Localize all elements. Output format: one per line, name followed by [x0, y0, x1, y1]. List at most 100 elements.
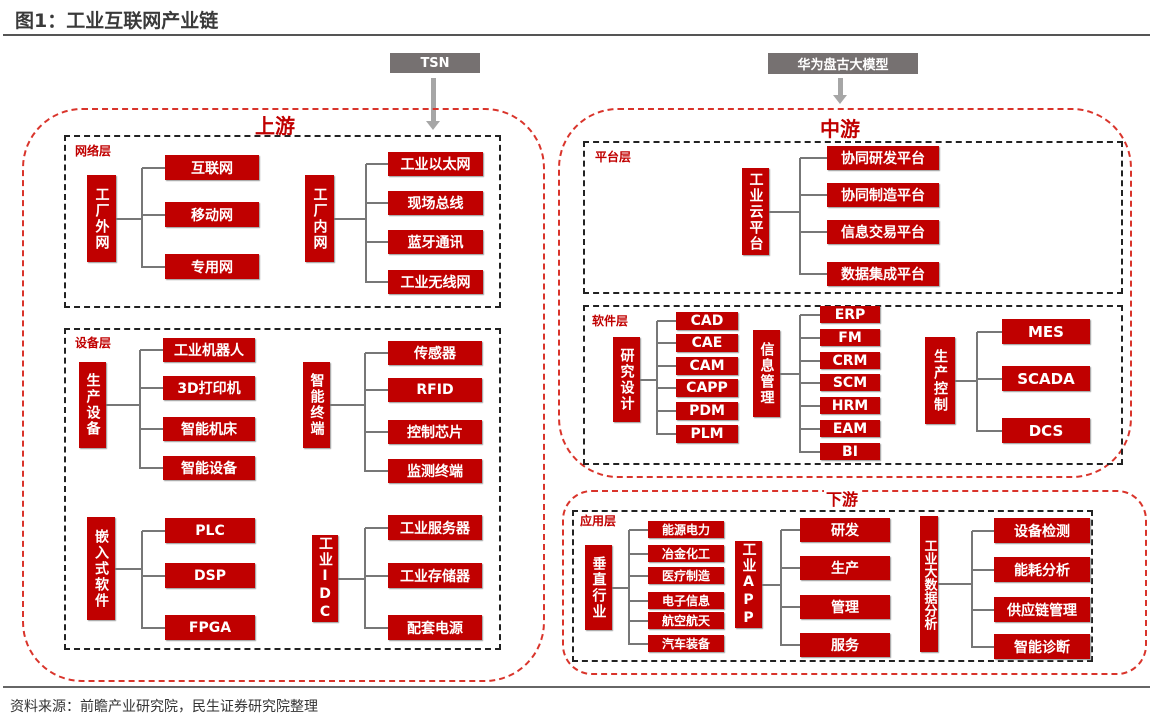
connector-line: [365, 431, 388, 433]
connector-line: [971, 530, 973, 648]
group-item-box: CAD: [676, 312, 738, 330]
connector-line: [769, 210, 800, 213]
layer-label: 网络层: [75, 144, 112, 158]
layer-box: [64, 328, 501, 650]
connector-line: [972, 529, 994, 532]
connector-line: [612, 586, 629, 589]
group-item-box: FPGA: [165, 615, 255, 640]
connector-line: [629, 574, 648, 577]
connector-line: [334, 217, 366, 220]
connector-line: [657, 320, 676, 322]
group-item-box: 监测终端: [388, 459, 482, 483]
connector-line: [366, 163, 388, 165]
group-item-box: 协同研发平台: [827, 146, 939, 170]
connector-line: [365, 626, 388, 629]
connector-line: [800, 450, 820, 453]
connector-line: [955, 379, 977, 382]
connector-line: [366, 281, 388, 283]
connector-line: [141, 167, 143, 268]
layer-box: [583, 141, 1123, 294]
layer-box: [64, 135, 501, 308]
group-root-box: 工厂内网: [305, 175, 334, 262]
connector-line: [976, 331, 978, 432]
group-item-box: EAM: [820, 420, 880, 437]
connector-line: [800, 273, 827, 275]
connector-line: [800, 231, 827, 233]
midstream-label: 中游: [820, 117, 860, 141]
group-item-box: 蓝牙通讯: [388, 230, 483, 254]
connector-line: [800, 336, 820, 339]
connector-line: [365, 389, 388, 391]
connector-line: [115, 567, 142, 570]
group-item-box: 智能设备: [163, 456, 255, 480]
group-root-box: 生产控制: [925, 337, 955, 424]
group-item-box: CRM: [820, 352, 880, 369]
connector-line: [366, 202, 388, 204]
connector-line: [800, 381, 820, 384]
connector-line: [972, 645, 994, 648]
connector-line: [365, 470, 388, 472]
connector-line: [972, 568, 994, 571]
connector-line: [800, 157, 827, 159]
group-item-box: BI: [820, 443, 880, 460]
connector-line: [140, 428, 163, 430]
group-item-box: 供应链管理: [994, 597, 1090, 622]
group-item-box: 电子信息: [648, 592, 724, 609]
group-item-box: PLM: [676, 425, 738, 443]
tsn-tag: TSN: [390, 53, 480, 73]
connector-line: [142, 529, 165, 532]
connector-line: [800, 404, 820, 407]
title-divider: [3, 34, 1150, 36]
connector-line: [140, 387, 163, 389]
connector-line: [781, 606, 800, 608]
connector-line: [364, 527, 366, 629]
connector-line: [657, 387, 676, 389]
connector-line: [799, 314, 801, 453]
connector-line: [629, 619, 648, 622]
group-item-box: CAPP: [676, 379, 738, 397]
pangu-arrow-icon: [838, 78, 843, 95]
connector-line: [142, 213, 165, 216]
connector-line: [366, 241, 388, 243]
group-item-box: SCADA: [1002, 366, 1090, 391]
connector-line: [780, 530, 782, 646]
connector-line: [338, 577, 365, 580]
connector-line: [330, 404, 365, 406]
group-item-box: 工业机器人: [163, 338, 255, 362]
group-root-box: 工业大数据分析: [920, 516, 938, 652]
group-root-box: 研究设计: [613, 337, 640, 422]
group-item-box: CAM: [676, 357, 738, 375]
connector-line: [629, 552, 648, 555]
group-item-box: RFID: [388, 378, 482, 402]
group-item-box: 汽车装备: [648, 635, 724, 652]
figure-title: 图1：工业互联网产业链: [15, 10, 219, 32]
group-root-box: 智能终端: [303, 362, 330, 448]
connector-line: [781, 529, 800, 531]
group-item-box: CAE: [676, 334, 738, 352]
connector-line: [977, 429, 1002, 432]
connector-line: [365, 574, 388, 577]
connector-line: [629, 642, 648, 645]
connector-line: [938, 583, 972, 585]
connector-line: [142, 574, 165, 577]
connector-line: [762, 583, 781, 586]
connector-line: [656, 321, 658, 435]
connector-line: [140, 467, 163, 469]
group-root-box: 工厂外网: [87, 175, 116, 262]
group-item-box: 医疗制造: [648, 567, 724, 584]
connector-line: [657, 365, 676, 367]
connector-line: [780, 372, 800, 375]
tsn-arrow-icon: [431, 78, 436, 121]
group-item-box: 能源电力: [648, 521, 724, 538]
connector-line: [629, 528, 648, 531]
group-root-box: 信息管理: [753, 330, 780, 417]
group-item-box: PLC: [165, 518, 255, 543]
connector-line: [106, 404, 140, 406]
group-item-box: 管理: [800, 595, 890, 619]
group-item-box: MES: [1002, 319, 1090, 344]
layer-label: 软件层: [592, 314, 629, 328]
group-item-box: 现场总线: [388, 191, 483, 215]
downstream-label: 下游: [824, 486, 861, 510]
group-item-box: 研发: [800, 518, 890, 542]
upstream-region: [22, 108, 545, 682]
